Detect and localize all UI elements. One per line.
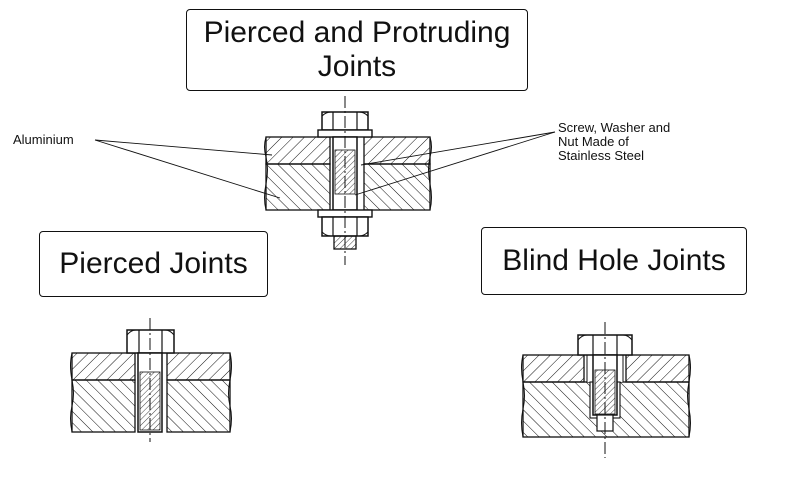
fastener-leader-2 [354, 131, 556, 196]
title-pierced-and-protruding-joints: Pierced and Protruding Joints [186, 9, 528, 91]
pierced-joint-section [70, 318, 232, 442]
bolt-shank [329, 136, 365, 211]
top-plate [265, 136, 431, 165]
aluminium-leader-2 [94, 139, 281, 199]
fastener-leader-1 [360, 131, 556, 166]
bottom-plate [265, 163, 431, 211]
aluminium-leader-1 [94, 139, 273, 156]
title-pierced-joints: Pierced Joints [39, 231, 268, 297]
title-blind-hole-joints: Blind Hole Joints [481, 227, 747, 295]
blind-joint-section [521, 322, 691, 458]
label-aluminium: Aluminium [13, 132, 74, 147]
label-fastener-material: Screw, Washer and Nut Made of Stainless … [558, 120, 671, 163]
protruding-joint-section [94, 96, 556, 265]
